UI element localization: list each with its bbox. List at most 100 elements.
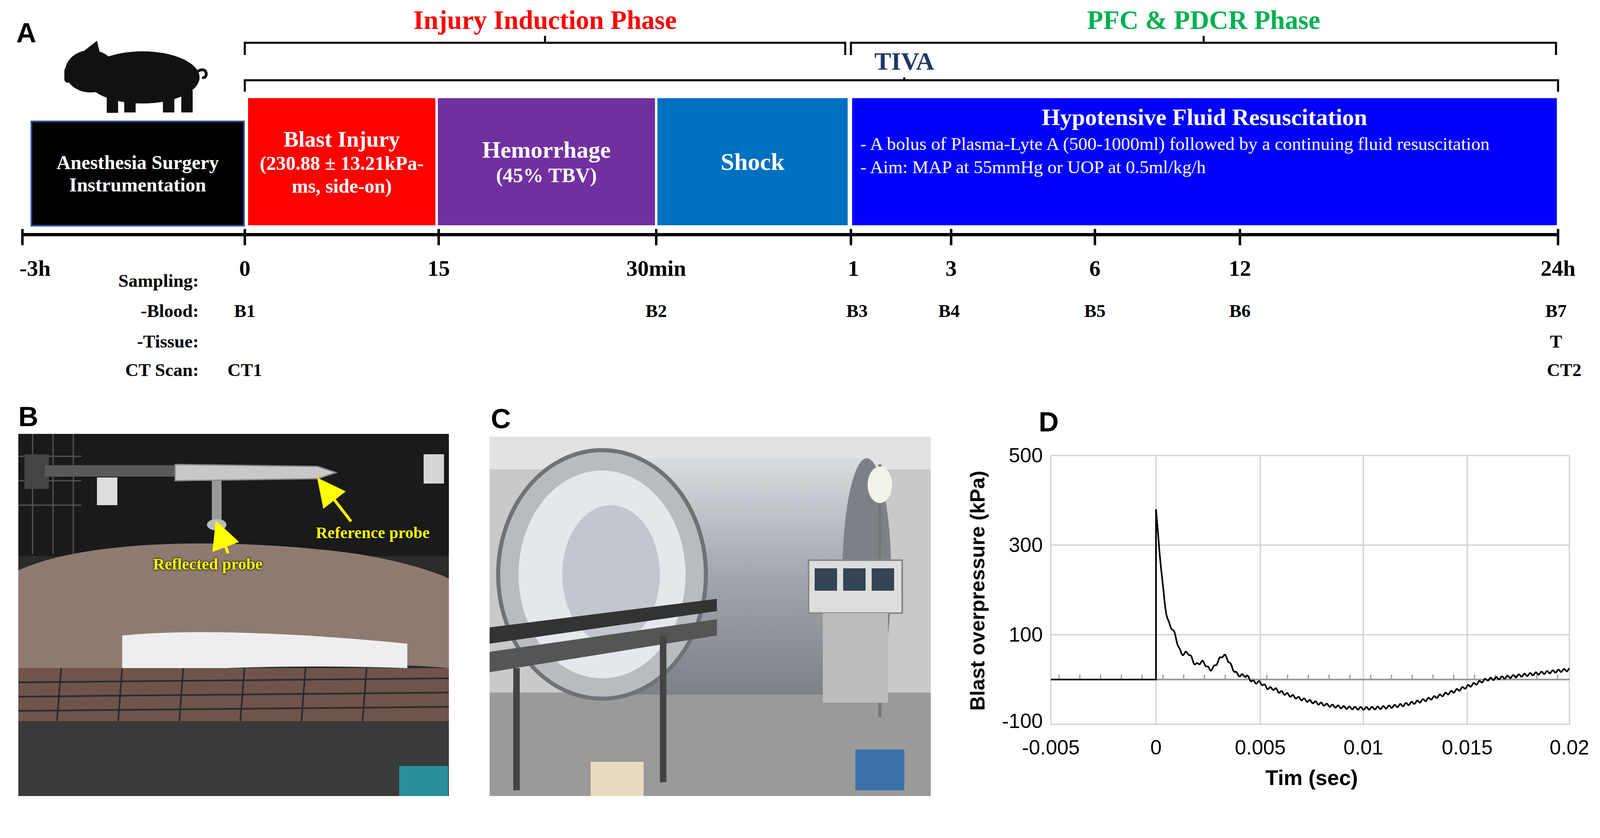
time-tick: 15 — [427, 256, 451, 282]
photo-panel-c — [489, 436, 931, 796]
sample-id: B2 — [645, 301, 668, 322]
phase-box: Shock — [656, 96, 849, 227]
photo-panel-b — [206, 518, 227, 531]
pig-icon — [64, 67, 77, 83]
box-body-text: (45% TBV) — [496, 163, 598, 188]
axis-tick: 0 — [1150, 736, 1162, 759]
time-tick: 30min — [626, 256, 687, 282]
callout-label: Reflected probe — [152, 555, 263, 574]
photo-panel-b — [399, 765, 449, 796]
photo-panel-b — [18, 543, 449, 677]
time-tick: 12 — [1228, 256, 1252, 282]
axis-tick: 0.01 — [1343, 736, 1383, 759]
box-body-text: - Aim: MAP at 55mmHg or UOP at 0.5ml/kg/… — [860, 156, 1549, 179]
sample-id: B7 — [1545, 301, 1568, 322]
photo-panel-c — [489, 619, 717, 673]
axis-tick: 500 — [1008, 444, 1043, 467]
row-label: -Blood: — [140, 301, 199, 322]
photo-panel-b — [18, 668, 449, 721]
box-heading: Anesthesia Surgery Instrumentation — [50, 151, 226, 196]
sample-id: CT1 — [227, 360, 262, 381]
axis-tick: -100 — [1002, 709, 1043, 733]
timeline-axis — [22, 228, 1559, 246]
time-tick: -3h — [19, 256, 51, 282]
axis-title: Tim (sec) — [1265, 766, 1358, 790]
sample-id: T — [1549, 331, 1563, 352]
photo-panel-b — [18, 433, 82, 554]
sample-id: B3 — [846, 301, 869, 322]
sample-id: CT2 — [1546, 360, 1582, 381]
photo-panel-c — [855, 749, 905, 791]
chart-grid — [1050, 455, 1570, 725]
axis-title: Blast overpressure (kPa) — [966, 470, 990, 711]
sample-id: B1 — [234, 301, 256, 322]
axis-tick: 0.005 — [1234, 736, 1286, 759]
photo-panel-c — [867, 466, 893, 504]
photo-panel-b — [220, 533, 229, 554]
pig-icon — [106, 91, 119, 113]
phase-bracket — [244, 35, 846, 55]
phase-box: Blast Injury(230.88 ± 13.21kPa-ms, side-… — [246, 96, 437, 227]
timeline-axis — [21, 228, 1560, 246]
phase-box: Anesthesia Surgery Instrumentation — [30, 120, 245, 227]
photo-panel-b — [18, 668, 449, 721]
time-tick: 24h — [1540, 256, 1576, 282]
box-body-text: - A bolus of Plasma-Lyte A (500-1000ml) … — [860, 133, 1549, 155]
sample-id: B6 — [1229, 301, 1251, 322]
box-heading: Hemorrhage — [482, 136, 611, 164]
phase-box: Hypotensive Fluid Resuscitation- A bolus… — [850, 96, 1559, 227]
photo-panel-c — [822, 613, 888, 703]
row-label: CT Scan: — [125, 360, 199, 381]
timeline-axis — [21, 232, 1560, 237]
photo-panel-c — [513, 668, 520, 791]
pig-icon — [124, 92, 136, 113]
phase-box: Hemorrhage(45% TBV) — [436, 96, 657, 227]
photo-panel-c — [814, 568, 838, 591]
phase-bracket — [850, 35, 1557, 55]
row-label: Sampling: — [118, 270, 199, 292]
time-tick: 6 — [1089, 256, 1101, 282]
pig-icon — [181, 90, 193, 113]
photo-panel-b — [18, 720, 449, 796]
axis-tick: 0.02 — [1549, 736, 1590, 759]
pig-icon — [64, 40, 207, 113]
phase-heading: PFC & PDCR Phase — [1087, 5, 1321, 36]
chart-grid — [1050, 455, 1570, 725]
panel-letter: B — [18, 401, 39, 432]
photo-panel-c — [808, 560, 903, 614]
phase-bracket — [244, 35, 1559, 92]
box-heading: Hypotensive Fluid Resuscitation — [1041, 103, 1368, 132]
photo-panel-b — [18, 433, 449, 557]
box-heading: Blast Injury — [283, 126, 400, 152]
axis-tick: 100 — [1008, 623, 1043, 647]
panel-letter: A — [16, 17, 37, 49]
phase-heading: TIVA — [874, 47, 935, 75]
phase-bracket — [244, 77, 1559, 92]
photo-panel-b — [175, 464, 337, 481]
photo-panel-c — [871, 568, 895, 591]
photo-panel-b — [325, 488, 352, 522]
time-tick: 3 — [945, 256, 957, 282]
photo-panel-b — [423, 454, 444, 484]
photo-panel-b — [18, 433, 449, 796]
photo-panel-b — [18, 433, 449, 796]
photo-panel-c — [489, 436, 931, 796]
panel-letter: D — [1038, 406, 1059, 438]
time-tick: 1 — [847, 256, 860, 282]
pig-icon — [162, 92, 175, 113]
photo-panel-b — [211, 480, 222, 522]
photo-panel-c — [843, 568, 866, 591]
phase-heading: Injury Induction Phase — [413, 5, 677, 36]
row-label: -Tissue: — [136, 331, 199, 352]
axis-tick: -0.005 — [1021, 736, 1080, 759]
axis-tick: 0.015 — [1441, 736, 1493, 759]
pig-icon — [197, 69, 207, 78]
sample-id: B5 — [1084, 301, 1106, 322]
photo-panel-c — [659, 635, 667, 783]
photo-panel-c — [489, 692, 931, 796]
photo-panel-b — [96, 477, 118, 506]
sample-id: B4 — [938, 301, 961, 322]
pressure-waveform — [1050, 509, 1570, 710]
panel-letter: C — [490, 403, 511, 434]
pig-icon — [81, 40, 102, 62]
